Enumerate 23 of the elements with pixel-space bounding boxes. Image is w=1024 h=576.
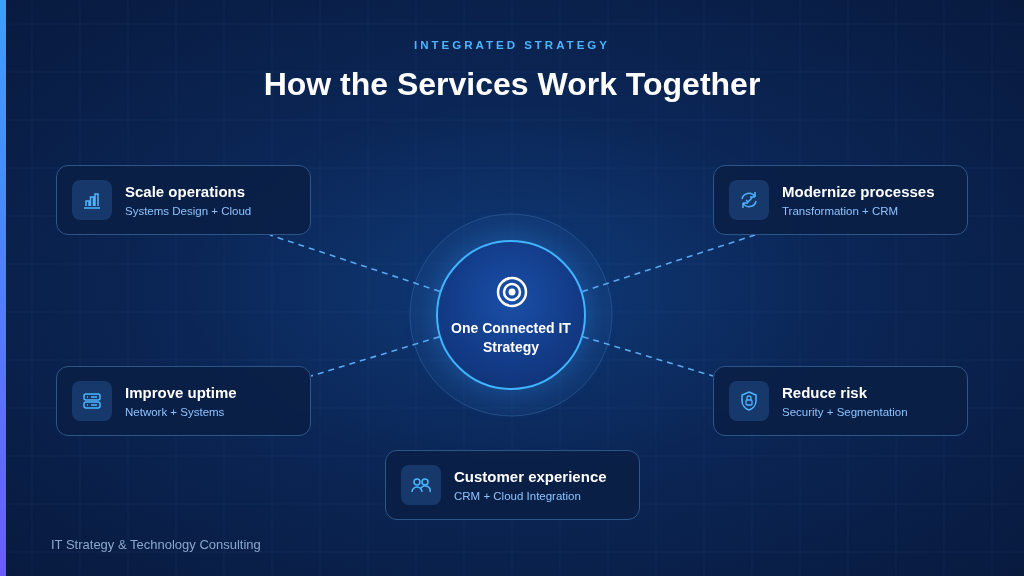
card-heading: Modernize processes (782, 183, 935, 200)
card-subtitle: Transformation + CRM (782, 205, 899, 217)
footer-text: IT Strategy & Technology Consulting (51, 537, 261, 552)
card-subtitle: Network + Systems (125, 406, 225, 418)
title: How the Services Work Together (262, 66, 762, 103)
eyebrow-label: INTEGRATED STRATEGY (413, 39, 611, 51)
card-subtitle: Systems Design + Cloud (125, 205, 252, 217)
card-subtitle: Security + Segmentation (782, 406, 908, 418)
card-heading: Improve uptime (125, 384, 237, 401)
card-heading: Scale operations (125, 183, 246, 200)
service-card (56, 165, 311, 235)
dashed-connector (269, 234, 441, 293)
card-heading: Customer experience (454, 468, 607, 485)
dashed-connector (310, 336, 441, 377)
hub-label: One Connected IT Strategy (450, 319, 572, 357)
dashed-connector (581, 234, 756, 293)
dashed-connector (582, 335, 714, 377)
service-card (713, 165, 968, 235)
card-subtitle: CRM + Cloud Integration (454, 490, 581, 502)
service-card (56, 366, 311, 436)
service-card (385, 450, 640, 520)
card-heading: Reduce risk (782, 384, 868, 401)
service-card (713, 366, 968, 436)
